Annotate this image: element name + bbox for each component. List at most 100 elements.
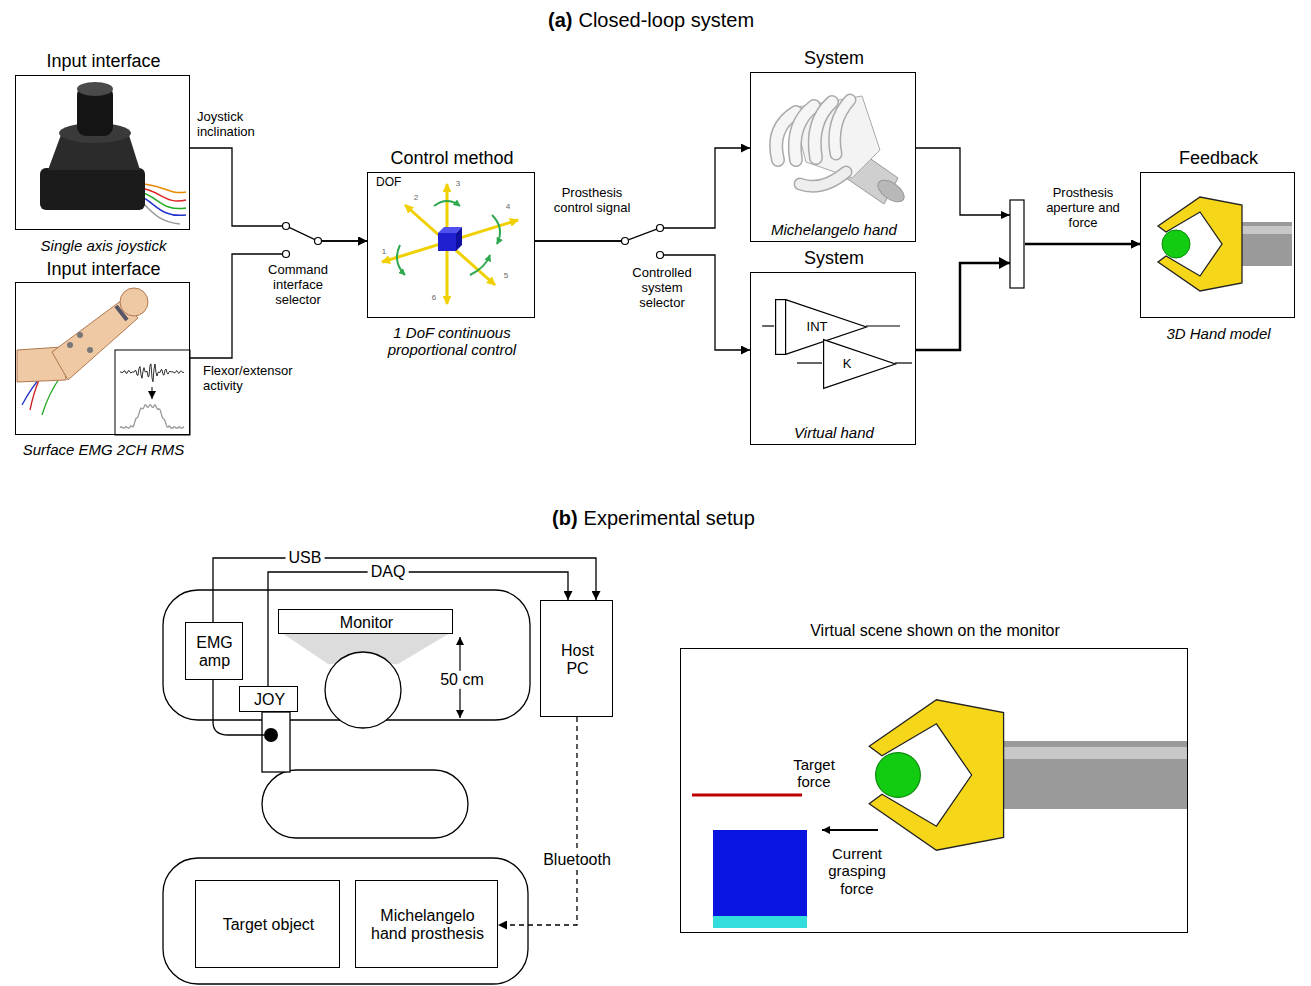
node-label: Input interface (46, 51, 160, 72)
joystick-illustration (77, 82, 113, 96)
joystick-illustration (140, 196, 186, 215)
axis-number: 3 (456, 179, 460, 188)
switch-contact (283, 223, 664, 259)
joystick-illustration (40, 82, 186, 224)
connector (498, 717, 577, 925)
virtual-scene-illustration (692, 794, 802, 797)
hand-model-illustration (1158, 197, 1242, 291)
dimension-label: 50 cm (437, 671, 487, 689)
node-label: System (804, 48, 864, 69)
screen-panel: Virtual scene shown on the monitorTarget… (680, 648, 1188, 933)
switch-contact (315, 238, 322, 245)
integrator-block: INT (775, 299, 867, 355)
virtual-scene-illustration (692, 700, 1187, 928)
device-box: JOY (239, 686, 298, 712)
virtual-scene-illustration (1004, 741, 1187, 809)
input-box: Input interfaceSurface EMG 2CH RMS (15, 282, 190, 435)
setup-furniture (163, 590, 530, 984)
node-text: 3D Hand model (1166, 325, 1270, 342)
device-box: Michelangelo hand prosthesis (355, 880, 498, 968)
connector-label: Prosthesis control signal (552, 186, 632, 216)
axis-number: 4 (506, 202, 510, 211)
axis-number: 1 (382, 247, 386, 256)
node-label: JOY (254, 691, 285, 709)
switch-contact (283, 251, 290, 258)
device-box: EMG amp (185, 622, 243, 680)
connector-label: Bluetooth (540, 851, 614, 869)
arm-illustration (115, 350, 190, 435)
node-text: Single axis joystick (41, 237, 167, 254)
arm-illustration (120, 405, 184, 428)
connector-label: Flexor/extensor activity (203, 364, 313, 394)
connector-label: Prosthesis aperture and force (1040, 186, 1126, 231)
arm-illustration (87, 347, 93, 353)
dof-illustration (434, 201, 460, 206)
device-box: Monitor (278, 609, 453, 634)
figure-panel-title: Closed-loop system (578, 9, 754, 32)
connector-label: USB (286, 549, 325, 567)
node-text: Current grasping force (821, 845, 893, 897)
block-wires (866, 325, 900, 326)
switch-contact (622, 238, 629, 245)
switch-contact (657, 225, 664, 232)
system-box: INTKSystemVirtual hand (750, 272, 916, 445)
virtual-scene-illustration (713, 916, 807, 928)
input-box: Input interfaceSingle axis joystick (15, 75, 190, 230)
arm-illustration (116, 306, 127, 320)
mux-bar (999, 200, 1024, 288)
hand-model-illustration (1240, 222, 1292, 266)
node-label: K (843, 357, 852, 372)
switch-label: Controlled system selector (623, 266, 701, 311)
feedback-box: Feedback3D Hand model (1140, 172, 1295, 318)
connector (190, 148, 367, 241)
prosthetic-hand-illustration (874, 176, 908, 206)
setup-furniture (325, 652, 401, 728)
node-text: Virtual hand (794, 424, 874, 441)
prosthetic-hand-illustration (835, 100, 850, 154)
integrator-shape (776, 300, 786, 355)
device-box: Host PC (540, 600, 613, 717)
setup-furniture (163, 858, 528, 984)
virtual-scene-illustration (822, 829, 878, 831)
dof-illustration (470, 255, 490, 275)
joystick-illustration (140, 184, 186, 193)
dof-illustration (405, 205, 495, 285)
switch-contact (657, 252, 664, 259)
switch-contact (283, 223, 290, 230)
prosthetic-hand-illustration (800, 172, 846, 186)
dof-illustration (382, 184, 518, 304)
node-text: Target force (785, 756, 843, 791)
dof-illustration (456, 227, 462, 251)
connector (535, 241, 750, 350)
virtual-scene-illustration (713, 830, 807, 928)
block-wires (895, 362, 912, 363)
prosthetic-hand-illustration (776, 96, 908, 206)
setup-furniture (262, 770, 468, 838)
node-label: Control method (390, 148, 513, 169)
dof-illustration (492, 215, 500, 244)
axis-number: 2 (414, 193, 418, 202)
node-text: Surface EMG 2CH RMS (23, 441, 185, 458)
mux-bar (999, 257, 1010, 269)
connector (190, 241, 367, 358)
system-box: SystemMichelangelo hand (750, 72, 916, 242)
virtual-scene-illustration (876, 753, 921, 798)
connector (268, 572, 568, 686)
setup-furniture (262, 712, 290, 772)
figure-panel-letter: (b) (552, 507, 578, 530)
node-label: System (804, 248, 864, 269)
figure-panel-title: Experimental setup (584, 507, 755, 530)
hand-model-illustration (1162, 230, 1190, 258)
virtual-scene-illustration (869, 700, 1003, 850)
node-label: Input interface (46, 259, 160, 280)
prosthetic-hand-illustration (800, 172, 846, 186)
arm-illustration (17, 288, 190, 435)
setup-furniture (264, 728, 278, 742)
prosthetic-hand-illustration (792, 96, 880, 178)
mux-bar (1010, 200, 1024, 288)
axis-number: 5 (504, 271, 508, 280)
node-label: Feedback (1179, 148, 1258, 169)
